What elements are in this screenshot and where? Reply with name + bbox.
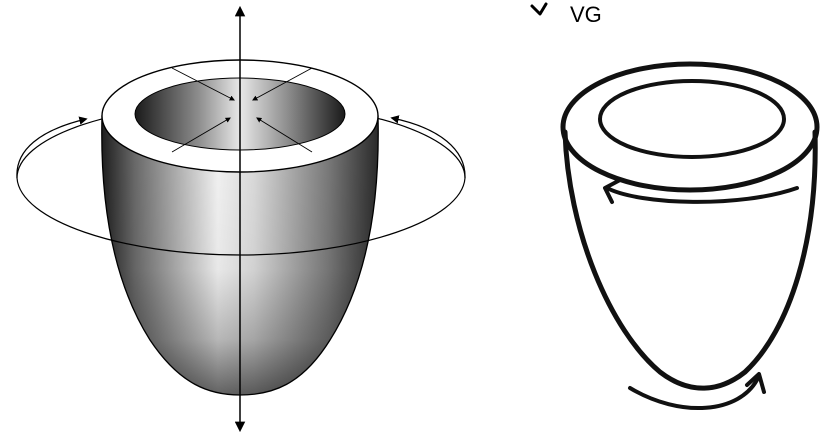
sketch-ventricle xyxy=(530,2,820,411)
corner-label: VG xyxy=(570,2,602,27)
sketch-body xyxy=(562,129,818,391)
sketch-inner-rim xyxy=(598,79,786,159)
twisting-arrow-upper xyxy=(605,186,799,204)
shaded-ventricle xyxy=(16,5,466,433)
sketch-outer-rim xyxy=(560,61,820,193)
corner-mark xyxy=(530,2,548,16)
twisting-arrow-lower xyxy=(628,376,760,411)
